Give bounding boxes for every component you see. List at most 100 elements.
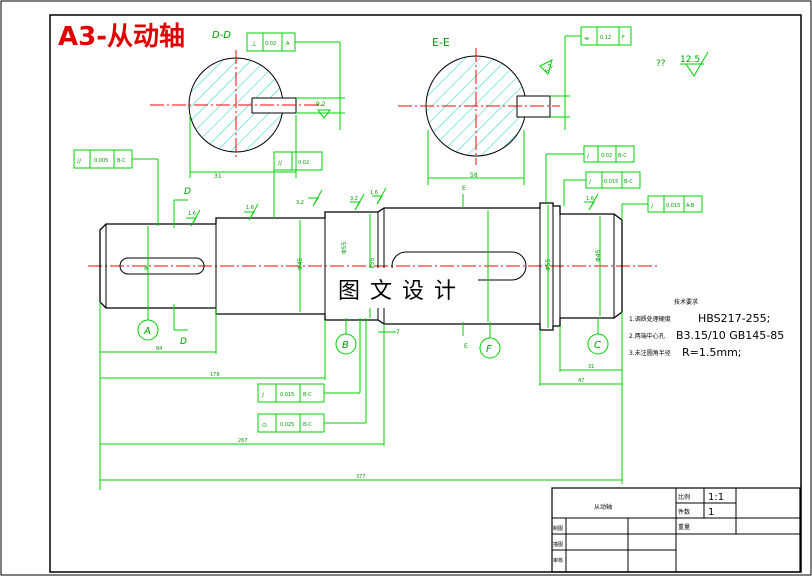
svg-text:1.6: 1.6 (370, 190, 378, 196)
section-marks: D D E E (173, 185, 468, 350)
svg-text:1.6: 1.6 (586, 196, 594, 202)
svg-text:∕: ∕ (651, 203, 654, 210)
svg-text:1.6: 1.6 (188, 211, 196, 217)
shaft-dims: 8 Φ45 Φ55 Φ55 Φ55 Φ45 7 (144, 241, 602, 336)
svg-text:84: 84 (156, 346, 162, 352)
inner-frame (49, 14, 802, 573)
fcf-6: ∕ 0.015 B-C (563, 171, 641, 206)
svg-text:⌯: ⌯ (584, 34, 590, 42)
watermark: 图文设计 (330, 268, 478, 308)
svg-text:∕∕: ∕∕ (77, 158, 82, 165)
svg-text:E: E (462, 185, 466, 192)
svg-text:0.005: 0.005 (94, 158, 108, 164)
svg-text:0.02: 0.02 (601, 153, 612, 159)
dd-label: D-D (212, 30, 231, 41)
svg-text:B-C: B-C (117, 158, 126, 164)
title-block: 从动轴 比例 1:1 件数 1 重量 制图 描图 审核 (551, 487, 801, 573)
keyway-left (119, 257, 205, 275)
ee-label: E-E (432, 36, 450, 49)
svg-text:⊙: ⊙ (262, 422, 267, 429)
svg-text:47: 47 (578, 378, 584, 384)
ee-width-dim: 58 (470, 172, 478, 179)
datum-a (137, 319, 159, 341)
svg-text:Φ45: Φ45 (595, 249, 602, 262)
length-dims: 84 178 267 377 47 31 (99, 302, 623, 490)
svg-text:Φ55: Φ55 (341, 241, 348, 254)
svg-text:技术要求: 技术要求 (674, 298, 698, 306)
fcf-9: ⊙ 0.025 B-C (257, 318, 367, 433)
datum-c (587, 333, 609, 355)
svg-text:A: A (286, 41, 290, 47)
datums: A B F C (137, 306, 609, 359)
svg-text:3.未注圆角半径: 3.未注圆角半径 (629, 349, 671, 357)
svg-text:B3.15/10 GB145-85: B3.15/10 GB145-85 (676, 329, 784, 342)
svg-text:0.02: 0.02 (298, 160, 309, 166)
svg-text:0.12: 0.12 (600, 35, 611, 41)
svg-text:0.02: 0.02 (265, 41, 276, 47)
section-dd: D-D 31 9.2 ⊥ 0.02 A (150, 30, 345, 180)
svg-text:178: 178 (210, 372, 220, 378)
general-roughness: ?? 12.5 (656, 51, 709, 77)
svg-text:7: 7 (396, 329, 400, 336)
svg-text:B-C: B-C (303, 392, 312, 398)
svg-text:Φ55: Φ55 (545, 258, 552, 271)
svg-text:8: 8 (144, 265, 148, 272)
svg-text:制图: 制图 (553, 525, 563, 532)
svg-text:0.015: 0.015 (604, 179, 618, 185)
fcf-3: ∕∕ 0.005 B-C (73, 149, 159, 226)
svg-text:0.025: 0.025 (280, 422, 294, 428)
svg-text:F: F (622, 35, 625, 41)
roughness-marks: 1.6 1.6 3.2 3.2 1.6 1.6 (186, 187, 599, 227)
part-name: 从动轴 (594, 503, 612, 511)
svg-text:∕: ∕ (262, 392, 265, 399)
fcf-1: ⊥ 0.02 A (246, 32, 341, 85)
drawing-title: A3-从动轴 (58, 22, 185, 52)
svg-text:Φ45: Φ45 (297, 257, 304, 270)
svg-text:1.6: 1.6 (246, 205, 254, 211)
fcf-5: ∕ 0.02 B-C (545, 145, 635, 203)
svg-text:图文设计: 图文设计 (338, 279, 466, 304)
svg-text:比例: 比例 (678, 493, 690, 501)
svg-text:F: F (486, 344, 492, 355)
technical-notes: 技术要求 1.调质处理硬度 HBS217-255; 2.两端中心孔 B3.15/… (629, 298, 784, 359)
svg-text:A: A (143, 326, 151, 337)
svg-text:A-B: A-B (686, 203, 695, 209)
svg-text:D: D (184, 187, 191, 197)
svg-text:2.两端中心孔: 2.两端中心孔 (629, 332, 665, 340)
svg-text:E: E (464, 343, 468, 350)
dd-width-dim: 31 (214, 173, 222, 180)
svg-text:审核: 审核 (553, 557, 563, 564)
fcf-8: ∕ 0.015 B-C (257, 318, 361, 403)
svg-text:1:1: 1:1 (708, 492, 724, 503)
svg-text:1.调质处理硬度: 1.调质处理硬度 (629, 315, 671, 323)
svg-text:R=1.5mm;: R=1.5mm; (682, 346, 742, 359)
svg-text:HBS217-255;: HBS217-255; (698, 312, 770, 325)
svg-text:0.015: 0.015 (666, 203, 680, 209)
fcf-2: ⌯ 0.12 F (564, 26, 632, 80)
svg-text:B-C: B-C (618, 153, 627, 159)
svg-text:D: D (180, 337, 187, 347)
datum-b (335, 333, 357, 355)
datum-f (479, 337, 501, 359)
svg-text:B-C: B-C (624, 179, 633, 185)
fcf-7: ∕ 0.015 A-B (621, 195, 703, 220)
svg-text:∕: ∕ (589, 179, 592, 186)
svg-text:件数: 件数 (678, 508, 690, 516)
svg-text:12.5: 12.5 (680, 55, 700, 65)
svg-text:重量: 重量 (678, 523, 690, 531)
svg-text:B-C: B-C (303, 422, 312, 428)
svg-text:Φ55: Φ55 (369, 257, 376, 270)
svg-text:描图: 描图 (553, 541, 563, 548)
svg-text:??: ?? (656, 59, 666, 69)
dd-depth-dim: 9.2 (316, 101, 326, 108)
svg-text:1: 1 (708, 507, 714, 518)
section-ee: E-E 58 5.2 ⌯ 0.12 F (398, 26, 632, 185)
svg-text:∕: ∕ (587, 153, 590, 160)
svg-text:31: 31 (588, 364, 594, 370)
svg-text:⊥: ⊥ (251, 40, 257, 48)
fcf-4: ∕∕ 0.02 (273, 151, 323, 218)
svg-text:3.2: 3.2 (296, 200, 304, 206)
